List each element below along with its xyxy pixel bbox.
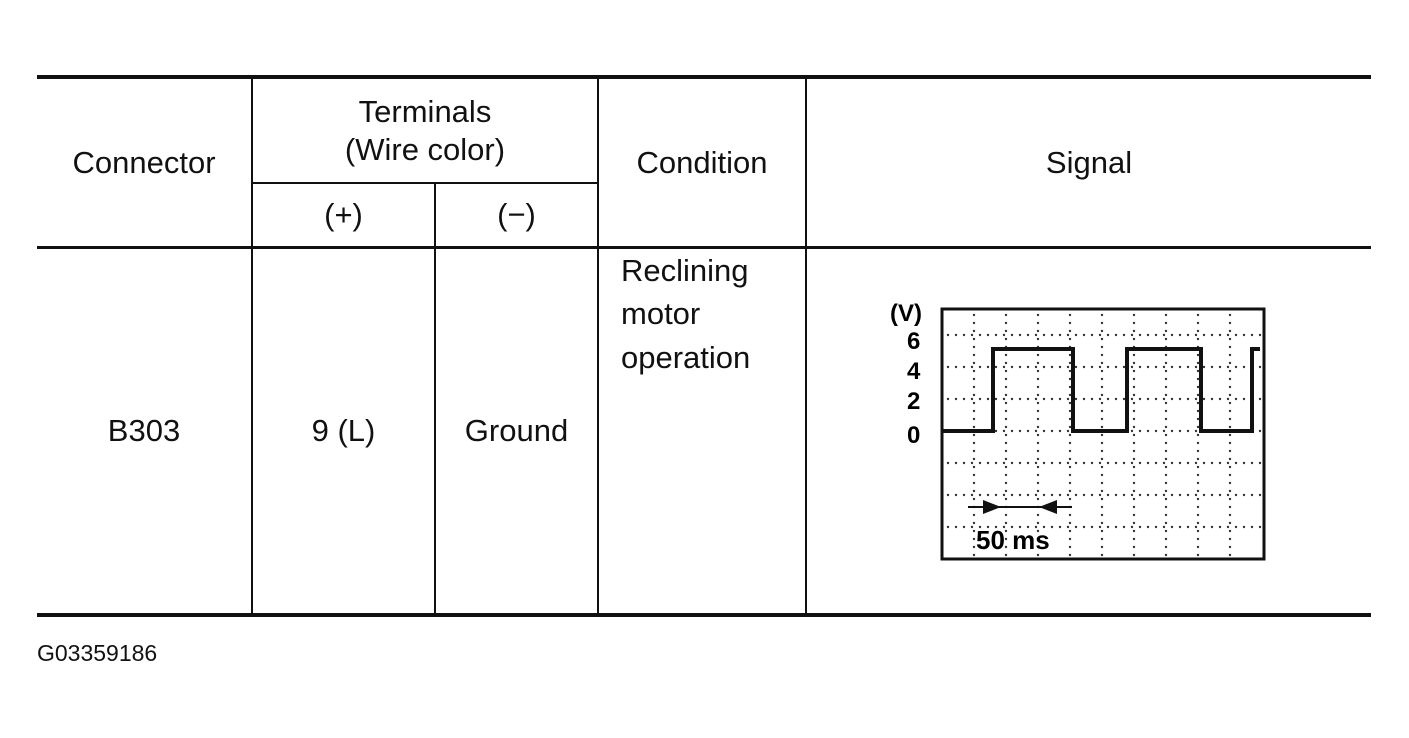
row-condition: Reclining motor operation [621,249,805,613]
y-tick-6: 6 [907,328,920,355]
row-condition-line1: Reclining [621,253,749,288]
header-terminals: Terminals (Wire color) [253,79,597,182]
header-bottom-rule [37,246,1371,249]
table-top-rule [37,75,1371,79]
y-unit-label: (V) [890,300,922,327]
row-plus-terminal-value: 9 (L) [311,413,376,449]
col-divider-4 [805,79,807,613]
square-wave-trace [942,347,1260,433]
row-minus-terminal-value: Ground [464,413,569,449]
header-terminals-label: Terminals [358,94,492,130]
col-divider-2b [434,249,436,613]
row-minus-terminal: Ground [436,249,597,613]
graph-grid [946,313,1262,557]
signal-waveform-graph: (V) 6 4 2 0 50 ms [890,300,1266,561]
figure-code: G03359186 [37,640,158,666]
header-minus-label: (−) [497,197,536,233]
header-signal: Signal [807,79,1371,246]
graph-frame [940,307,1266,561]
y-tick-0: 0 [907,422,920,449]
header-plus: (+) [253,184,434,246]
col-divider-3 [597,79,599,613]
header-wire-color-label: (Wire color) [344,131,506,167]
header-connector-label: Connector [72,144,216,180]
header-minus: (−) [436,184,597,246]
time-span-arrow-right [983,500,1001,514]
header-signal-label: Signal [1045,144,1133,180]
time-span-label: 50 ms [976,525,1050,555]
row-connector: B303 [37,249,251,613]
header-connector: Connector [37,79,251,246]
row-connector-value: B303 [107,413,181,449]
header-plus-label: (+) [324,197,363,233]
row-plus-terminal: 9 (L) [253,249,434,613]
table-bottom-rule [37,613,1371,617]
time-span-arrow-left [1039,500,1057,514]
col-divider-2 [434,184,436,246]
y-tick-4: 4 [907,358,921,385]
y-tick-2: 2 [907,388,920,415]
row-condition-line3: operation [621,339,751,375]
row-condition-line2: motor [621,296,701,332]
col-divider-1 [251,79,253,613]
header-condition: Condition [599,79,805,246]
header-condition-label: Condition [636,144,768,180]
terminals-subheader-rule [252,182,598,184]
